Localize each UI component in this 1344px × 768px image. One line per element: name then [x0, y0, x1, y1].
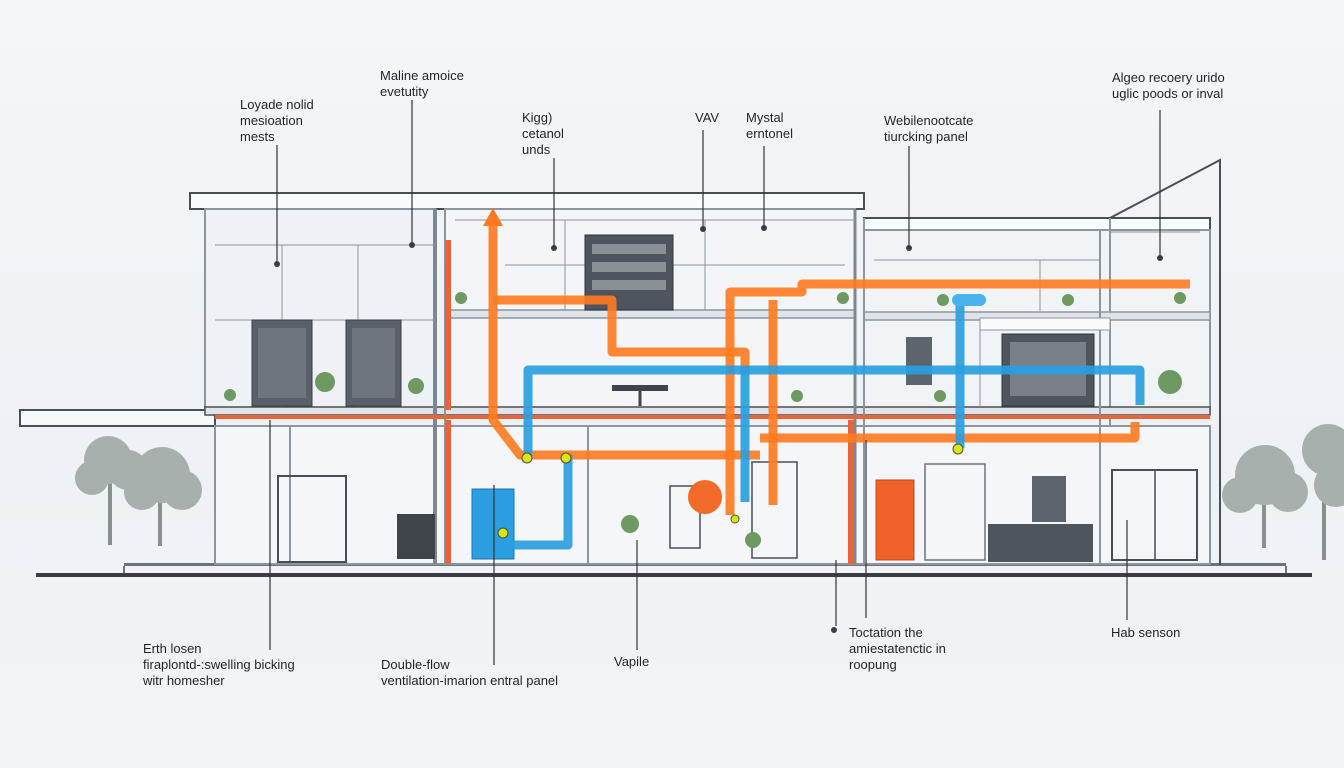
trees [75, 424, 1344, 560]
label-vav: VAV [695, 110, 719, 126]
label-line: cetanol [522, 126, 564, 141]
plants [224, 292, 1186, 548]
label-line: tiurcking panel [884, 129, 968, 144]
label-line: Maline amoice [380, 68, 464, 83]
label-line: uglic poods or inval [1112, 86, 1224, 101]
sensors [497, 443, 964, 539]
label-erth-losen: Erth losen firaplontd-:swelling bicking … [143, 641, 295, 689]
label-webilenootcate: Webilenootcate tiurcking panel [884, 113, 973, 145]
label-line: roopung [849, 657, 897, 672]
label-toctation: Toctation the amiestatenctic in roopung [849, 625, 946, 673]
label-line: mesioation [240, 113, 303, 128]
label-line: amiestatenctic in [849, 641, 946, 656]
leader-lines [269, 100, 1161, 665]
equipment [251, 234, 1198, 563]
return-ducts [493, 302, 1145, 550]
label-line: Algeo recoery urido [1112, 70, 1225, 85]
label-line: Vapile [614, 654, 650, 669]
label-line: Webilenootcate [884, 113, 974, 128]
label-mystal: Mystal erntonel [746, 110, 793, 142]
label-line: erntonel [746, 126, 793, 141]
label-line: firaplontd-:swelling bicking [143, 657, 295, 672]
label-line: mests [240, 129, 275, 144]
label-kigg: Kigg) cetanol unds [522, 110, 564, 158]
label-line: Double-flow [381, 657, 450, 672]
label-line: Kigg) [522, 110, 553, 125]
tree-right [1222, 424, 1344, 560]
ground [36, 563, 1312, 577]
label-maline-amoice: Maline amoice evetutity [380, 68, 464, 100]
supply-ducts [488, 220, 1190, 515]
label-vapile: Vapile [614, 654, 649, 670]
label-line: VAV [695, 110, 720, 125]
label-algeo-recoery: Algeo recoery urido uglic poods or inval [1112, 70, 1225, 102]
label-line: Loyade nolid [240, 97, 314, 112]
label-loyade-nolid: Loyade nolid mesioation mests [240, 97, 314, 145]
tree-left [75, 436, 202, 546]
label-line: witr homesher [143, 673, 225, 688]
label-line: Toctation the [849, 625, 923, 640]
label-line: ventilation-imarion entral panel [381, 673, 559, 688]
label-hab-senson: Hab senson [1111, 625, 1180, 641]
label-line: unds [522, 142, 551, 157]
air-diffuser [952, 294, 986, 306]
label-line: Mystal [746, 110, 784, 125]
label-line: Erth losen [143, 641, 202, 656]
label-line: evetutity [380, 84, 429, 99]
label-line: Hab senson [1111, 625, 1181, 640]
supply-arrow [483, 208, 503, 226]
label-double-flow: Double-flow ventilation-imarion entral p… [381, 657, 558, 689]
